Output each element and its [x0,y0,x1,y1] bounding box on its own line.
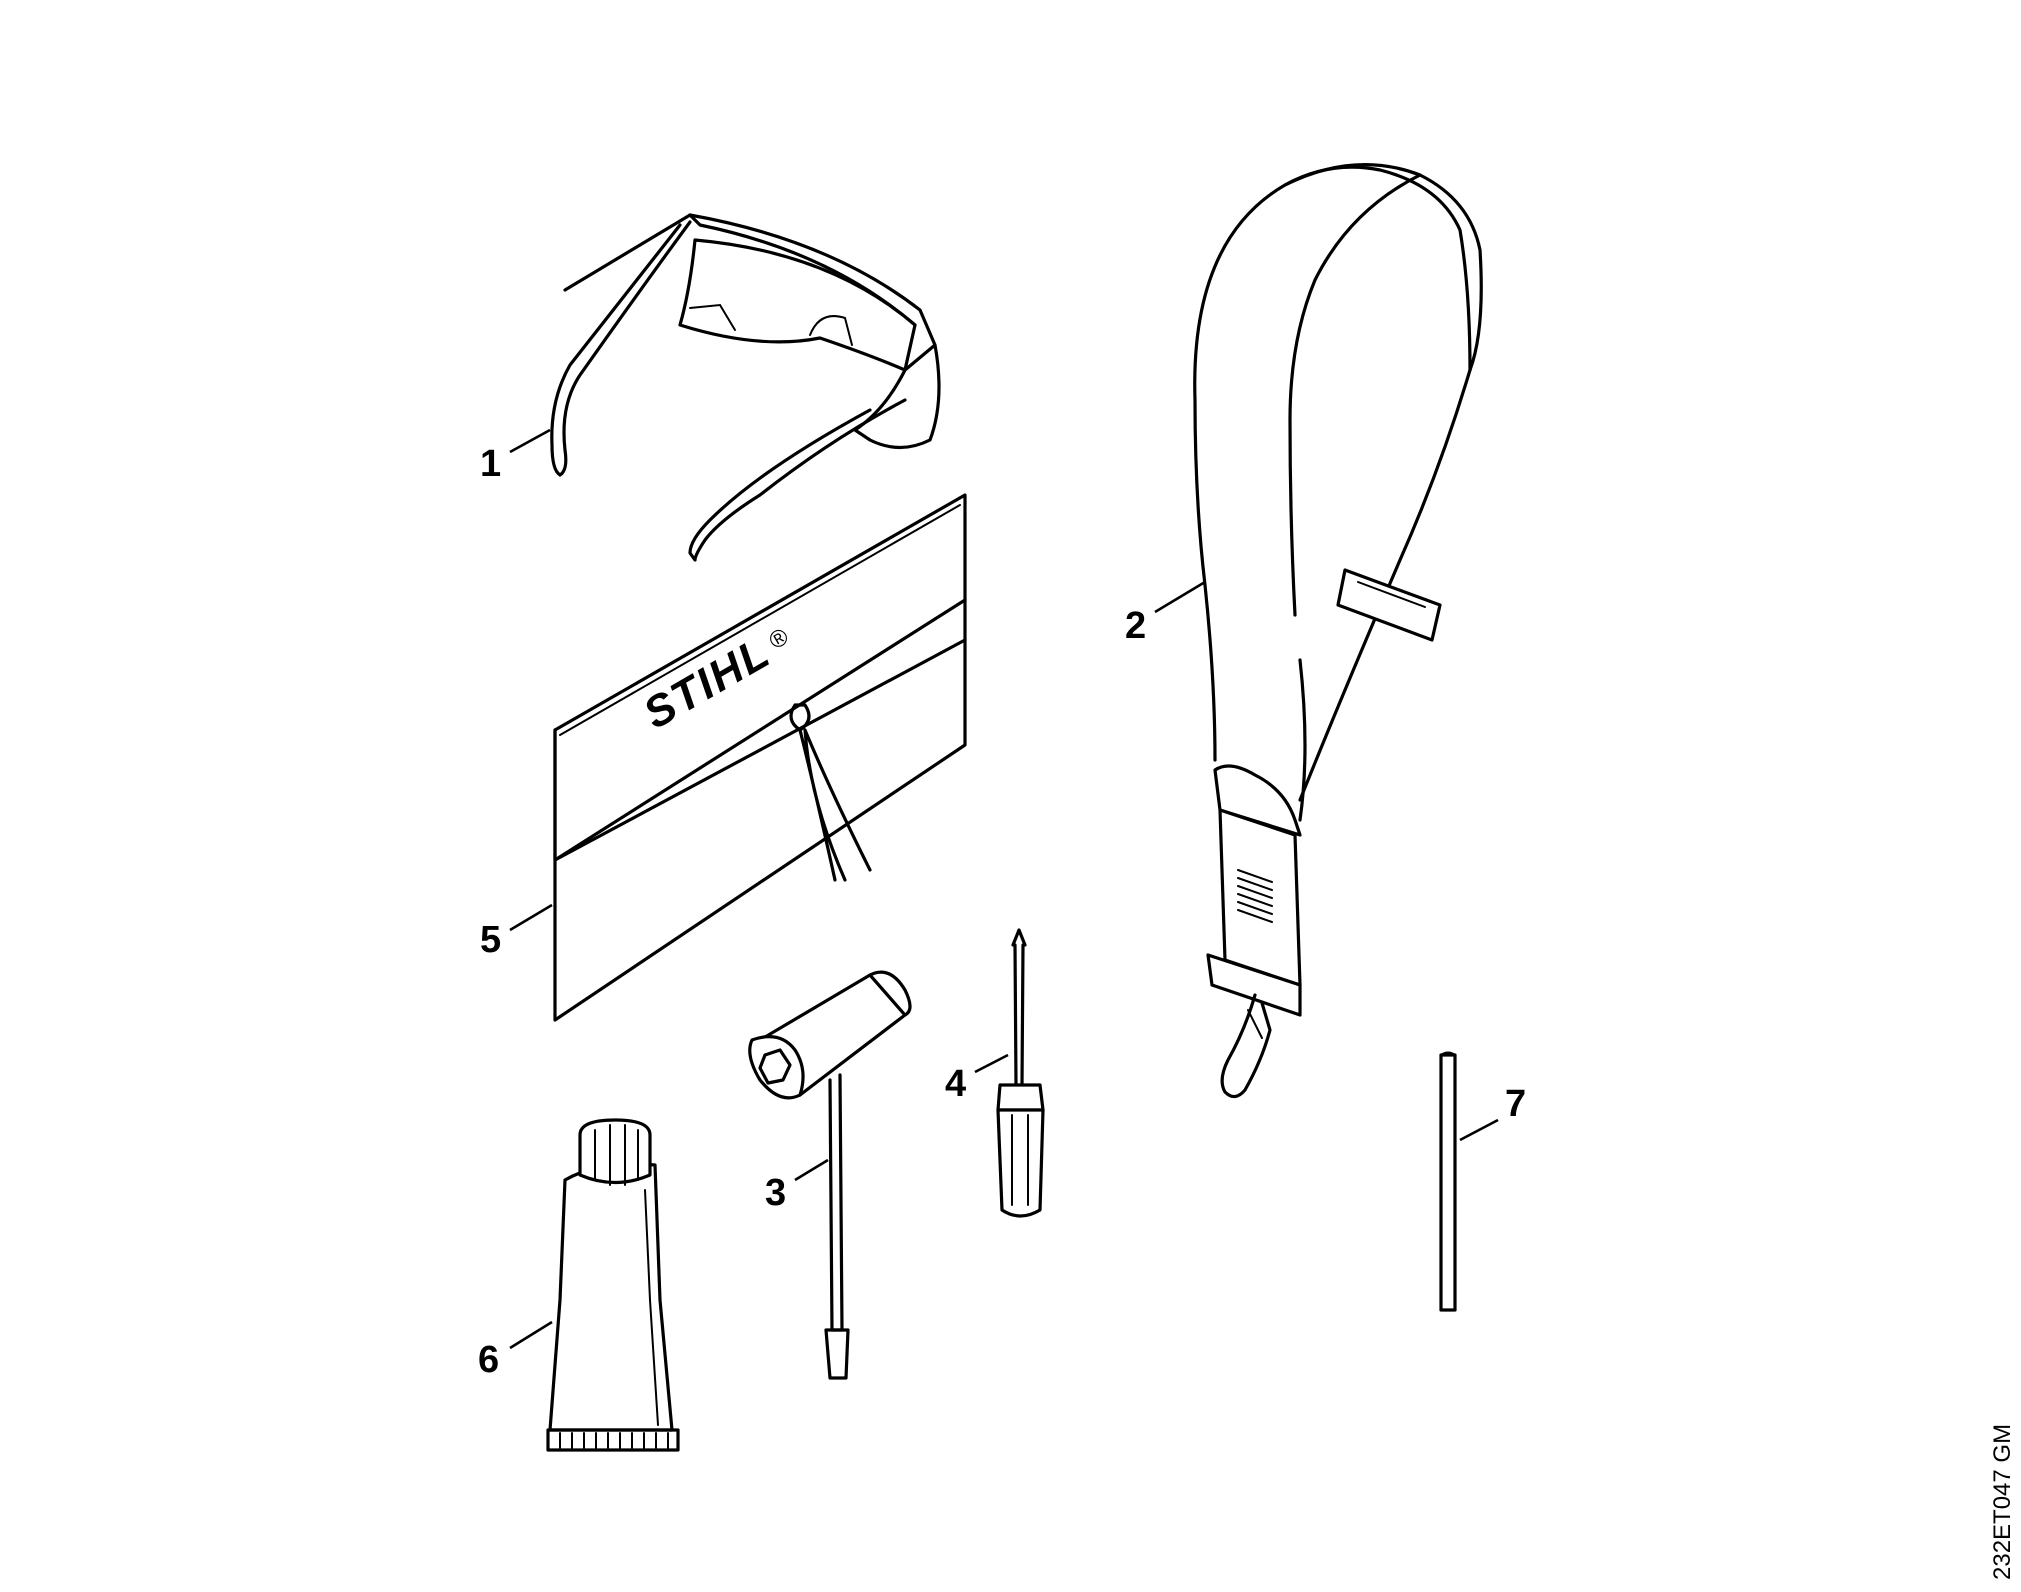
leader-lines [509,428,1499,1350]
callout-1: 1 [480,443,501,485]
callout-2: 2 [1125,605,1146,647]
grease-tube [546,1118,680,1452]
callout-5: 5 [480,919,501,961]
shoulder-strap [1193,162,1483,1099]
combination-wrench [748,970,912,1380]
callout-4: 4 [945,1063,966,1105]
locking-pin [1439,1051,1457,1312]
tool-pouch [553,493,967,1022]
callout-6: 6 [478,1339,499,1381]
screwdriver [996,928,1045,1218]
safety-glasses [550,213,941,562]
drawing-code: 232ET047 GM [1989,1424,2016,1580]
callout-7: 7 [1505,1083,1526,1125]
callout-3: 3 [765,1172,786,1214]
